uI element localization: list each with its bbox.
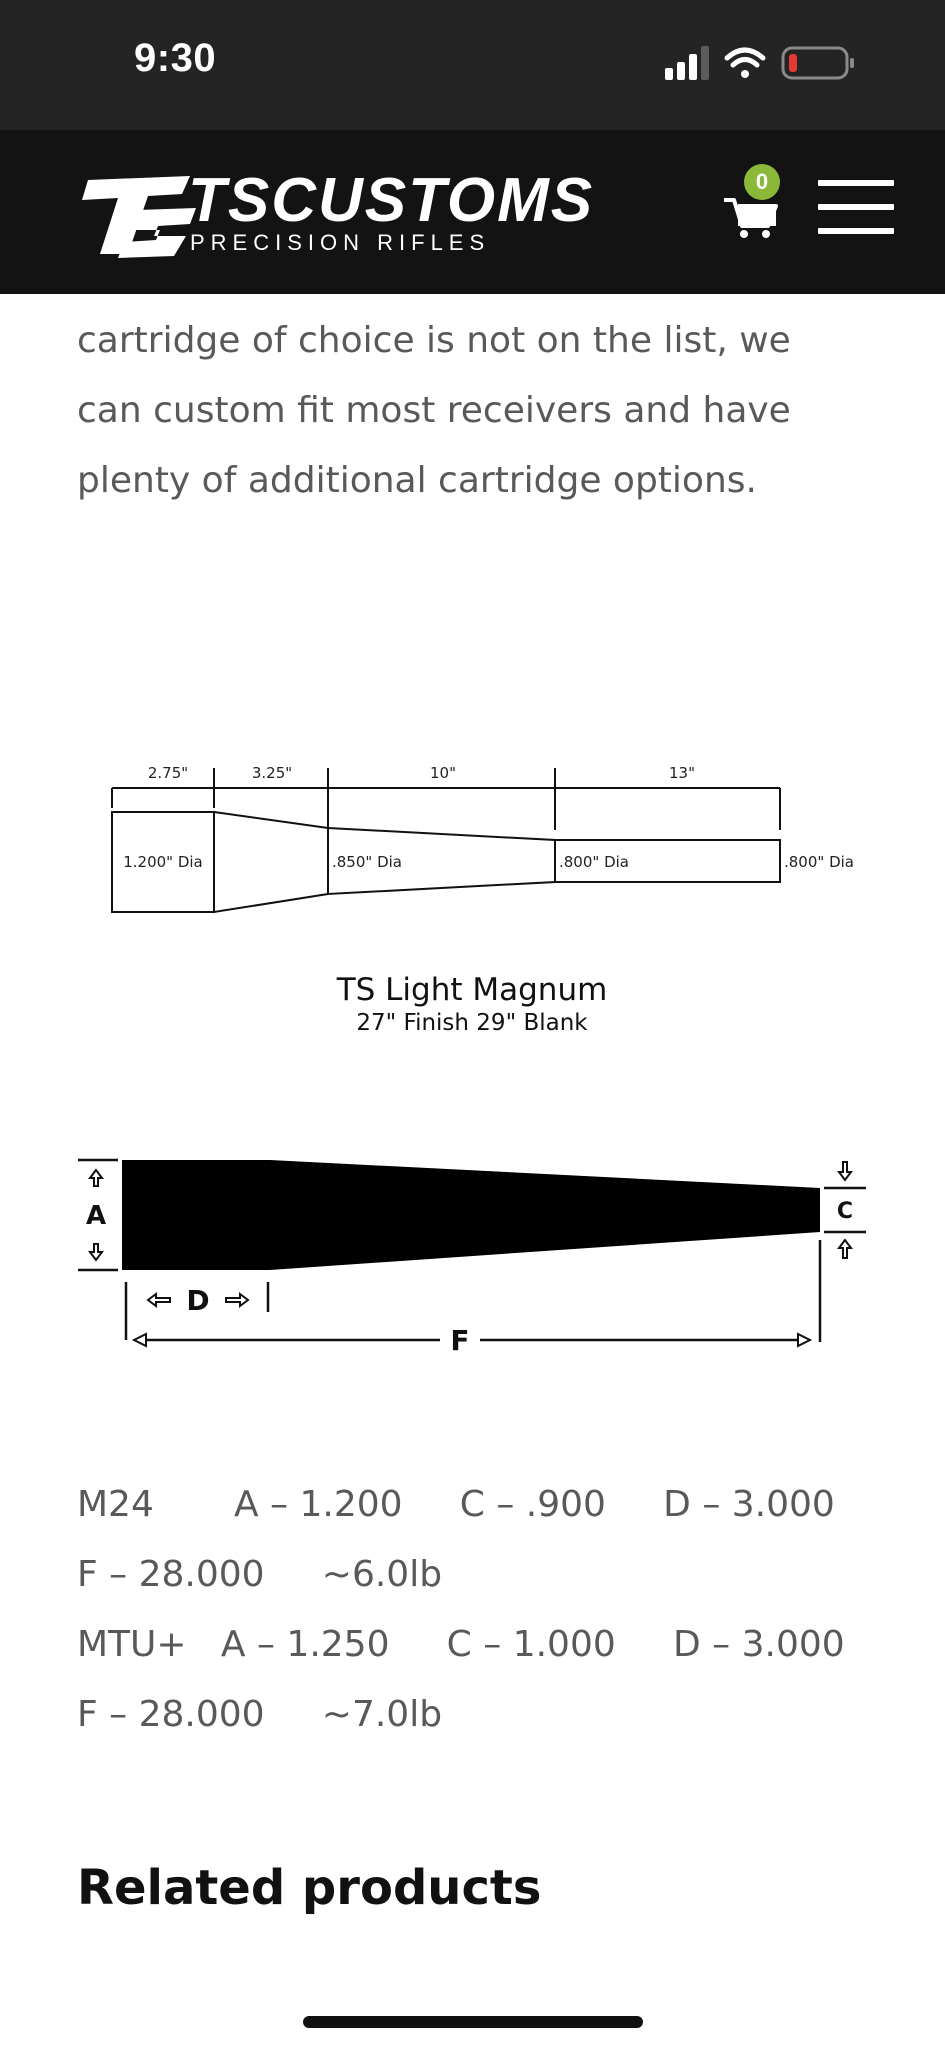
cart-icon[interactable] (722, 192, 782, 242)
site-logo[interactable]: TSCUSTOMS PRECISION RIFLES (78, 166, 592, 260)
intro-text: cartridge of choice is not on the list, … (77, 306, 877, 516)
hamburger-menu-icon[interactable] (818, 180, 896, 236)
segment-length-label: 10" (430, 764, 456, 782)
diagram-title: TS Light Magnum (336, 972, 608, 1008)
logo-wordmark: TSCUSTOMS (188, 166, 595, 235)
dimension-label-c: C (837, 1199, 853, 1224)
spec-line-m24: M24 A – 1.200 C – .900 D – 3.000 (77, 1484, 835, 1525)
diagram-subtitle: 27" Finish 29" Blank (356, 1010, 588, 1036)
home-indicator[interactable] (303, 2016, 643, 2028)
dimension-label-d: D (186, 1284, 209, 1317)
ts-logo-mark-icon (82, 176, 196, 258)
diameter-label: .800" Dia (559, 853, 629, 871)
barrel-profile-diagram: 2.75" 3.25" 10" 13" 1.200" Dia .850" Dia… (111, 764, 854, 1036)
diameter-label: .850" Dia (332, 853, 402, 871)
diameter-label: 1.200" Dia (123, 853, 203, 871)
spec-line-mtu-weight: F – 28.000 ~7.0lb (77, 1694, 443, 1735)
cart-count-badge: 0 (744, 164, 780, 200)
spec-line-mtu: MTU+ A – 1.250 C – 1.000 D – 3.000 (77, 1624, 845, 1665)
intro-line: can custom fit most receivers and have (77, 390, 791, 431)
dimension-label-f: F (450, 1324, 469, 1357)
signal-icon (665, 46, 709, 80)
dimension-label-a: A (86, 1201, 106, 1231)
segment-length-label: 3.25" (252, 764, 292, 782)
segment-length-label: 2.75" (148, 764, 188, 782)
diameter-label: .800" Dia (784, 853, 854, 871)
related-products-heading: Related products (77, 1860, 542, 1916)
spec-line-m24-weight: F – 28.000 ~6.0lb (77, 1554, 443, 1595)
logo-tagline: PRECISION RIFLES (190, 230, 491, 255)
wifi-icon (724, 47, 766, 78)
segment-length-label: 13" (669, 764, 695, 782)
status-icons (665, 46, 854, 80)
intro-line: plenty of additional cartridge options. (77, 460, 757, 501)
status-bar: 9:30 (0, 0, 945, 130)
taper-dimension-diagram: A C D F (78, 1158, 866, 1357)
status-time: 9:30 (134, 36, 217, 80)
battery-icon (781, 46, 854, 80)
intro-line: cartridge of choice is not on the list, … (77, 320, 791, 361)
site-header: TSCUSTOMS PRECISION RIFLES (0, 130, 945, 294)
